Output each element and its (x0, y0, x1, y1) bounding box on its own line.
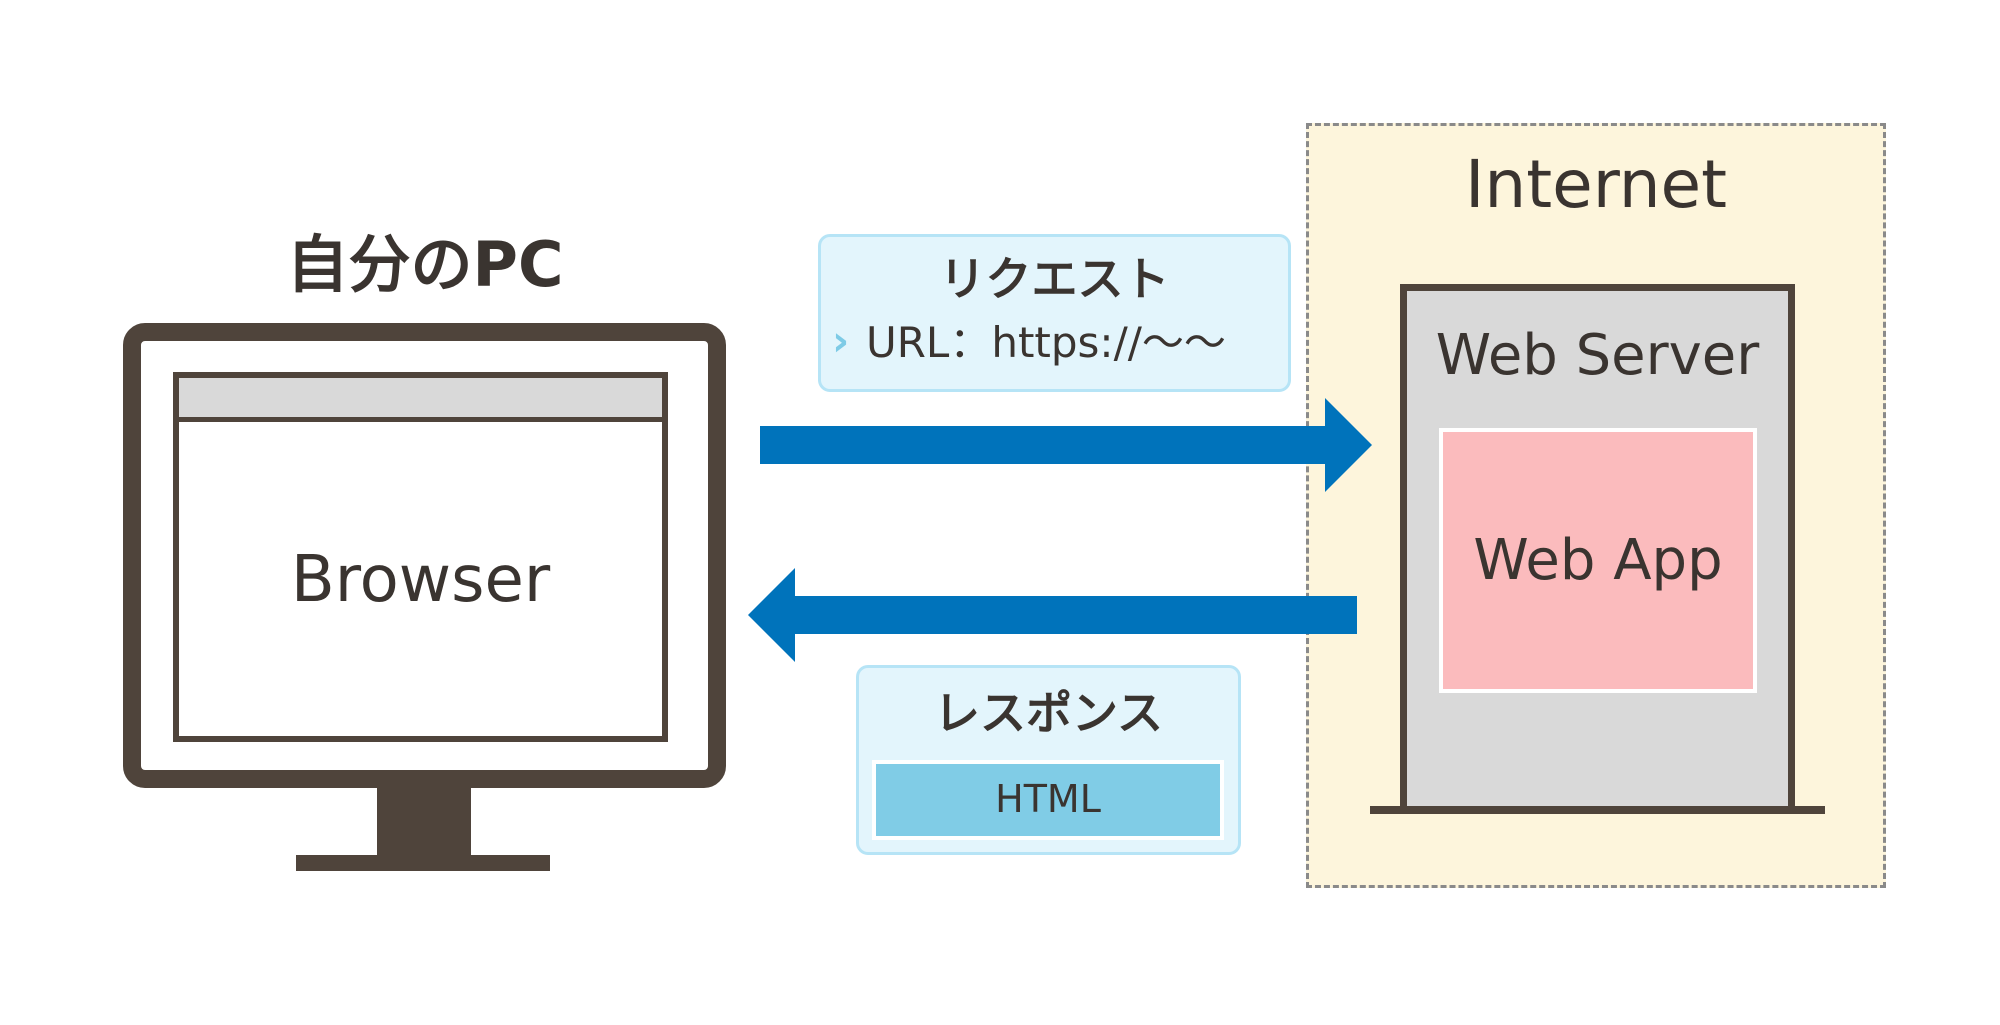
web-app-label: Web App (1473, 528, 1723, 593)
request-url: URL：https://〜〜 (866, 318, 1226, 367)
response-title: レスポンス (933, 686, 1164, 740)
pc-label: 自分のPC (286, 228, 564, 301)
browser-label: Browser (290, 543, 551, 617)
request-title: リクエスト (939, 252, 1170, 306)
browser-window (173, 372, 668, 742)
request-callout (818, 234, 1291, 392)
web-server-label: Web Server (1435, 323, 1760, 388)
monitor-stand-base (296, 855, 550, 871)
chevron-right-icon: › (832, 316, 850, 365)
internet-label: Internet (1464, 146, 1728, 223)
html-payload-chip (872, 760, 1224, 840)
monitor-stand-neck (377, 788, 471, 856)
web-app-box (1439, 428, 1757, 693)
browser-titlebar (179, 378, 662, 422)
response-arrow (748, 568, 1357, 662)
html-payload-label: HTML (995, 777, 1101, 821)
request-arrow (760, 398, 1372, 492)
web-server-base (1370, 806, 1825, 814)
